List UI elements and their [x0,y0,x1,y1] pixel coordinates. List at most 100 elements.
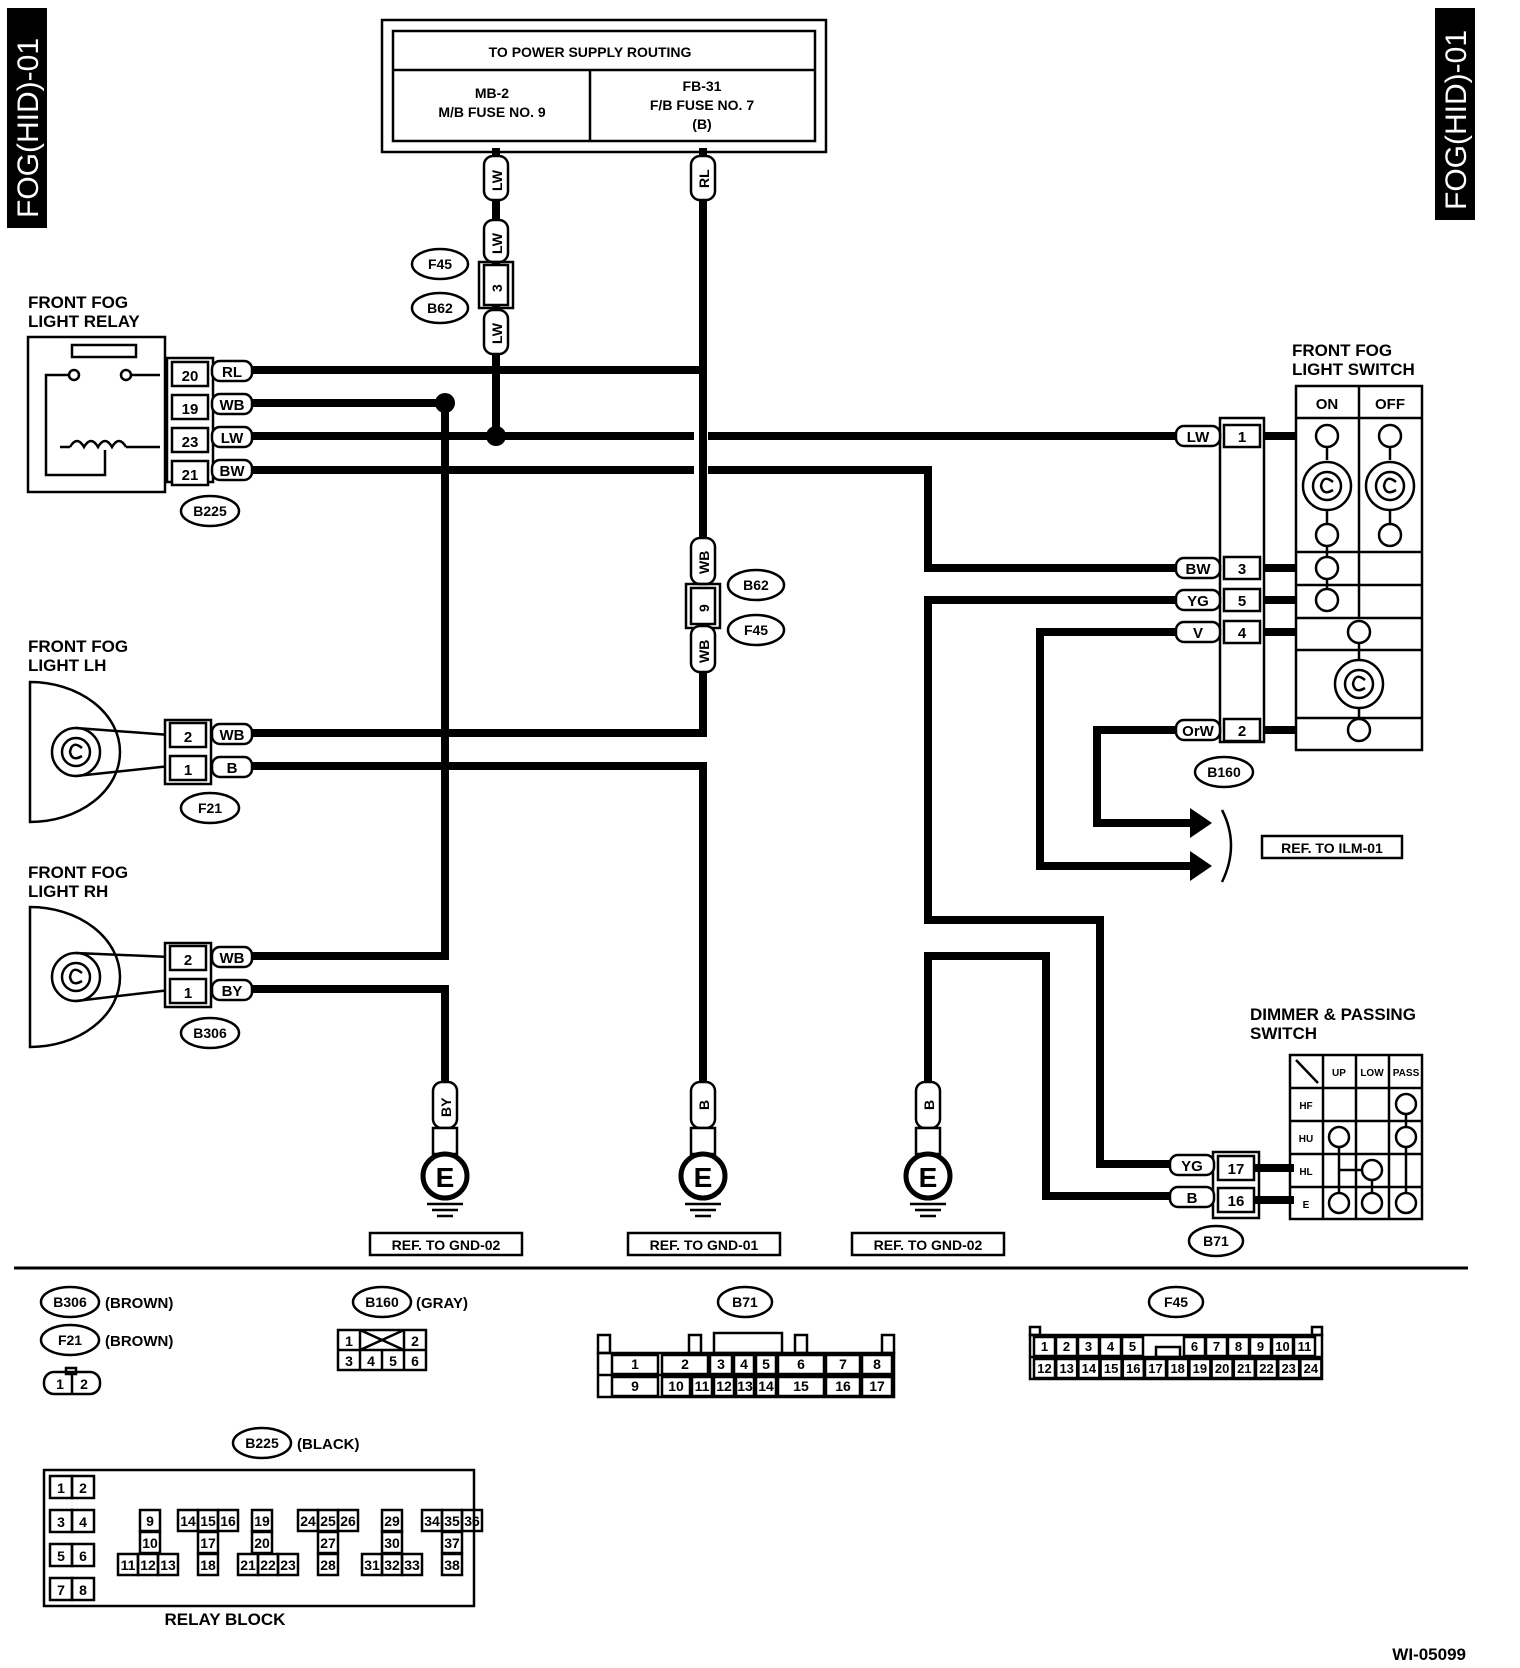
pin-number: 3 [717,1356,725,1372]
pin-number: 17 [869,1378,885,1394]
svg-text:LIGHT RH: LIGHT RH [28,882,108,901]
svg-text:REF. TO ILM-01: REF. TO ILM-01 [1281,840,1383,856]
svg-text:RELAY BLOCK: RELAY BLOCK [165,1610,287,1629]
pin-number: 18 [1170,1361,1184,1376]
pin-number: 4 [79,1514,87,1530]
small-connector-face: 1 2 [42,1366,102,1396]
ref-gnd01: REF. TO GND-01 [650,1237,759,1253]
wire-tag-lw-top: LW [482,154,510,202]
pin-number: 20 [1215,1361,1229,1376]
pin-number: 17 [200,1535,216,1551]
pin-number: 16 [1126,1361,1140,1376]
svg-text:LW: LW [1187,429,1210,446]
pin-number: 10 [1275,1339,1289,1354]
svg-text:4: 4 [367,1353,375,1369]
connector-cell [70,1508,96,1534]
connector-cell [70,1542,96,1568]
badge-b62-top: B62 [410,291,470,325]
pin-number: 7 [839,1356,847,1372]
svg-text:FRONT FOG: FRONT FOG [28,637,128,656]
svg-text:2: 2 [80,1376,88,1392]
connector-cell [734,1375,756,1398]
pin-number: 27 [320,1535,336,1551]
pin-number: 12 [1037,1361,1051,1376]
connector-cell [690,1375,714,1398]
pin-number: 20 [254,1535,270,1551]
connector-cell [610,1353,660,1376]
svg-text:E: E [1303,1200,1310,1211]
svg-text:E: E [436,1162,455,1193]
svg-text:B306: B306 [53,1294,87,1310]
connector-cell [708,1353,734,1376]
inline-connector-3: 3 [477,260,515,310]
pin-number: 24 [300,1513,316,1529]
svg-text:21: 21 [182,467,199,484]
svg-text:WB: WB [220,950,245,967]
svg-text:1: 1 [56,1376,64,1392]
badge-f21: F21 [198,800,222,816]
b160-face: 1 2 3 4 5 6 [336,1328,428,1372]
svg-text:F45: F45 [1164,1294,1188,1310]
svg-text:2: 2 [1238,723,1246,740]
svg-text:5: 5 [1238,593,1246,610]
pin-number: 12 [140,1557,156,1573]
ref-ilm: REF. TO ILM-01 [1260,834,1404,860]
connector-cell [860,1375,894,1398]
pin-number: 38 [444,1557,460,1573]
pin-number: 26 [340,1513,356,1529]
connector-cell [732,1353,756,1376]
pin-number: 33 [404,1557,420,1573]
svg-text:B62: B62 [743,577,769,593]
pin-number: 15 [793,1378,809,1394]
power-right-1: FB-31 [683,78,722,94]
svg-text:RL: RL [222,364,242,381]
connector-cell [776,1375,826,1398]
ground-gnd02-b: B E REF. TO GND-02 [850,1080,1006,1257]
legend: B306 (BROWN) F21 (BROWN) 1 2 B160 (GRAY)… [39,1285,1324,1629]
connector-cell [712,1375,736,1398]
pin-number: 19 [1193,1361,1207,1376]
svg-text:FRONT FOG: FRONT FOG [1292,341,1392,360]
svg-text:B: B [1187,1190,1198,1207]
pin-number: 16 [220,1513,236,1529]
connector-cell [156,1552,180,1577]
pin-number: 6 [797,1356,805,1372]
svg-text:BY: BY [438,1097,454,1117]
svg-text:LW: LW [489,169,505,191]
svg-text:3: 3 [489,284,505,292]
connector-cell [776,1353,826,1376]
pin-number: 19 [254,1513,270,1529]
pin-number: 22 [260,1557,276,1573]
svg-text:(BROWN): (BROWN) [105,1295,173,1312]
svg-text:(BLACK): (BLACK) [297,1436,359,1453]
front-fog-light-rh: FRONT FOG LIGHT RH 2 1 WB BY B306 [28,863,254,1050]
svg-text:FRONT FOG: FRONT FOG [28,293,128,312]
pin-number: 3 [1085,1339,1092,1354]
connector-cell [660,1375,692,1398]
svg-text:RL: RL [696,169,712,188]
wire-tag-lw-low: LW [482,308,510,356]
svg-text:9: 9 [696,604,712,612]
svg-text:DIMMER & PASSING: DIMMER & PASSING [1250,1005,1416,1024]
pin-number: 21 [240,1557,256,1573]
pin-number: 14 [1082,1361,1097,1376]
svg-text:6: 6 [411,1353,419,1369]
svg-text:19: 19 [182,401,199,418]
svg-text:16: 16 [1228,1193,1245,1210]
pin-number: 24 [1304,1361,1319,1376]
svg-text:2: 2 [184,952,192,969]
svg-text:5: 5 [389,1353,397,1369]
svg-text:2: 2 [184,729,192,746]
pin-number: 5 [57,1548,65,1564]
svg-text:F21: F21 [58,1332,82,1348]
pin-number: 1 [57,1480,65,1496]
svg-text:(GRAY): (GRAY) [416,1295,468,1312]
pin-number: 9 [631,1378,639,1394]
svg-text:B225: B225 [245,1435,279,1451]
pin-number: 29 [384,1513,400,1529]
pin-number: 37 [444,1535,460,1551]
svg-text:1: 1 [1238,429,1246,446]
svg-text:PASS: PASS [1393,1068,1420,1079]
power-supply-box: TO POWER SUPPLY ROUTING MB-2 M/B FUSE NO… [380,18,828,154]
